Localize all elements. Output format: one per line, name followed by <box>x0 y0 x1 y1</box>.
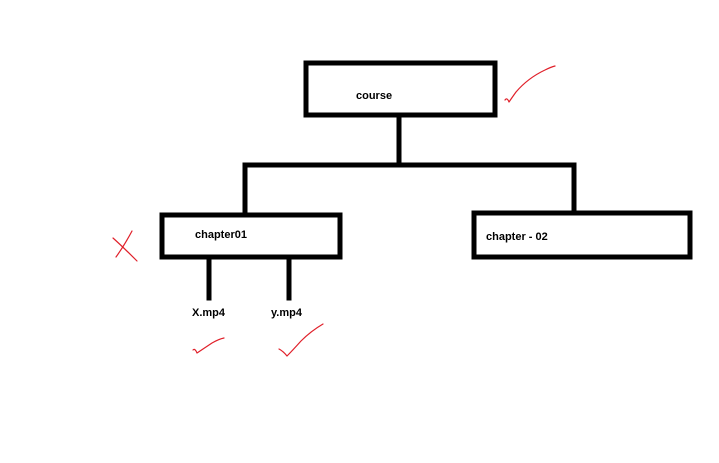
node-course-box <box>303 60 498 118</box>
checkmark-icon <box>504 65 556 103</box>
file-y-mp4-label: y.mp4 <box>271 307 303 319</box>
node-course: course <box>303 60 498 118</box>
file-x-mp4-label: X.mp4 <box>192 307 226 319</box>
cross-icon <box>112 230 138 262</box>
node-chapter-02-label: chapter - 02 <box>486 231 548 243</box>
node-chapter01-box <box>159 212 343 260</box>
node-chapter-02-box <box>471 210 693 260</box>
node-chapter-02: chapter - 02 <box>471 210 693 260</box>
checkmark-icon <box>192 337 225 354</box>
node-chapter01: chapter01 <box>159 212 343 260</box>
node-course-label: course <box>356 90 392 102</box>
node-chapter01-label: chapter01 <box>195 229 247 241</box>
checkmark-icon <box>278 323 324 357</box>
connectors <box>206 114 577 301</box>
